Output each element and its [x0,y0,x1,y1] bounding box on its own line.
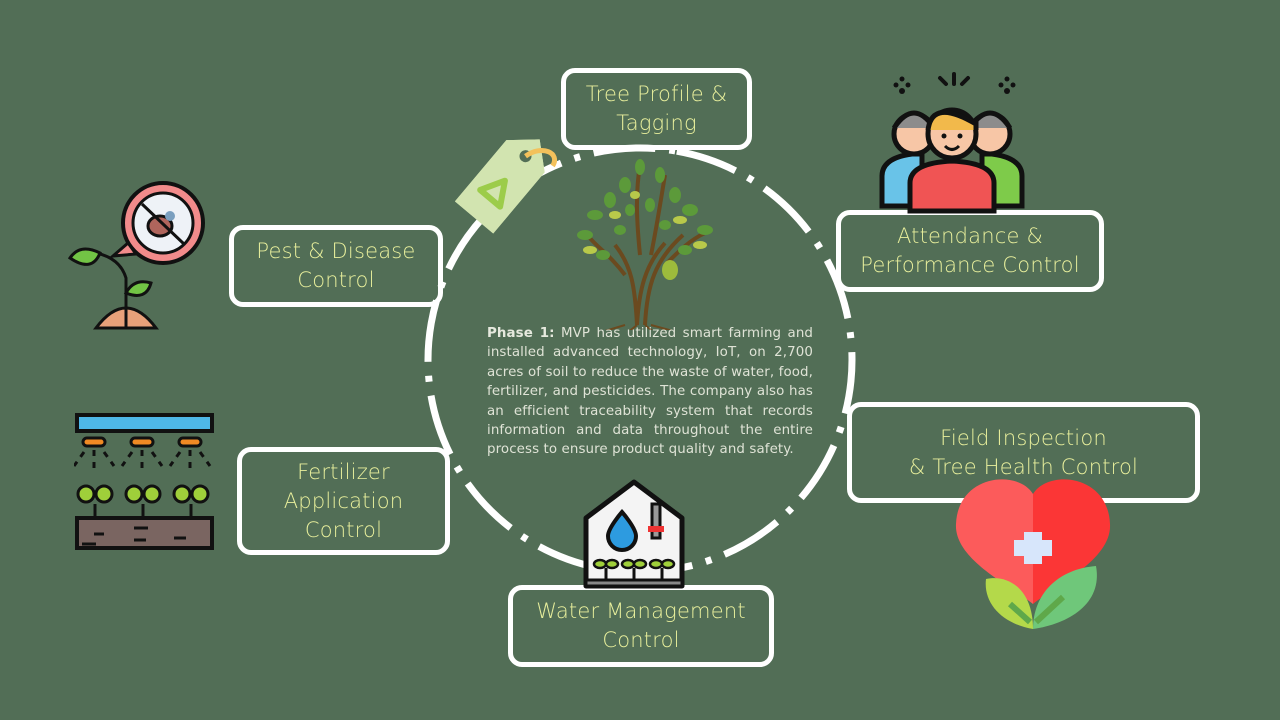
tree-icon [577,159,713,330]
greenhouse-water-icon [583,479,685,589]
team-people-icon [879,72,1025,214]
no-bug-plant-icon [67,181,205,330]
node-pest-disease: Pest & Disease Control [229,225,443,307]
node-fertilizer: Fertilizer Application Control [237,447,450,555]
phase-body: MVP has utilized smart farming and insta… [487,326,814,458]
node-label: Attendance & Performance Control [860,224,1080,277]
node-label: Tree Profile & Tagging [585,82,728,135]
node-label: Water Management Control [536,599,746,652]
node-attendance: Attendance & Performance Control [836,210,1104,292]
node-label: Field Inspection & Tree Health Control [908,425,1139,479]
node-field-inspection: Field Inspection & Tree Health Control [847,402,1200,503]
sprinkler-seedlings-icon [74,413,214,550]
heart-leaf-health-icon [955,479,1111,629]
node-water-management: Water Management Control [508,585,774,667]
phase-description: Phase 1: MVP has utilized smart farming … [487,324,813,460]
node-label: Pest & Disease Control [256,239,416,292]
price-tag-recycle-icon [454,139,557,234]
phase-label: Phase 1: [487,326,555,341]
node-label: Fertilizer Application Control [283,459,404,542]
node-tree-profile: Tree Profile & Tagging [561,68,752,150]
